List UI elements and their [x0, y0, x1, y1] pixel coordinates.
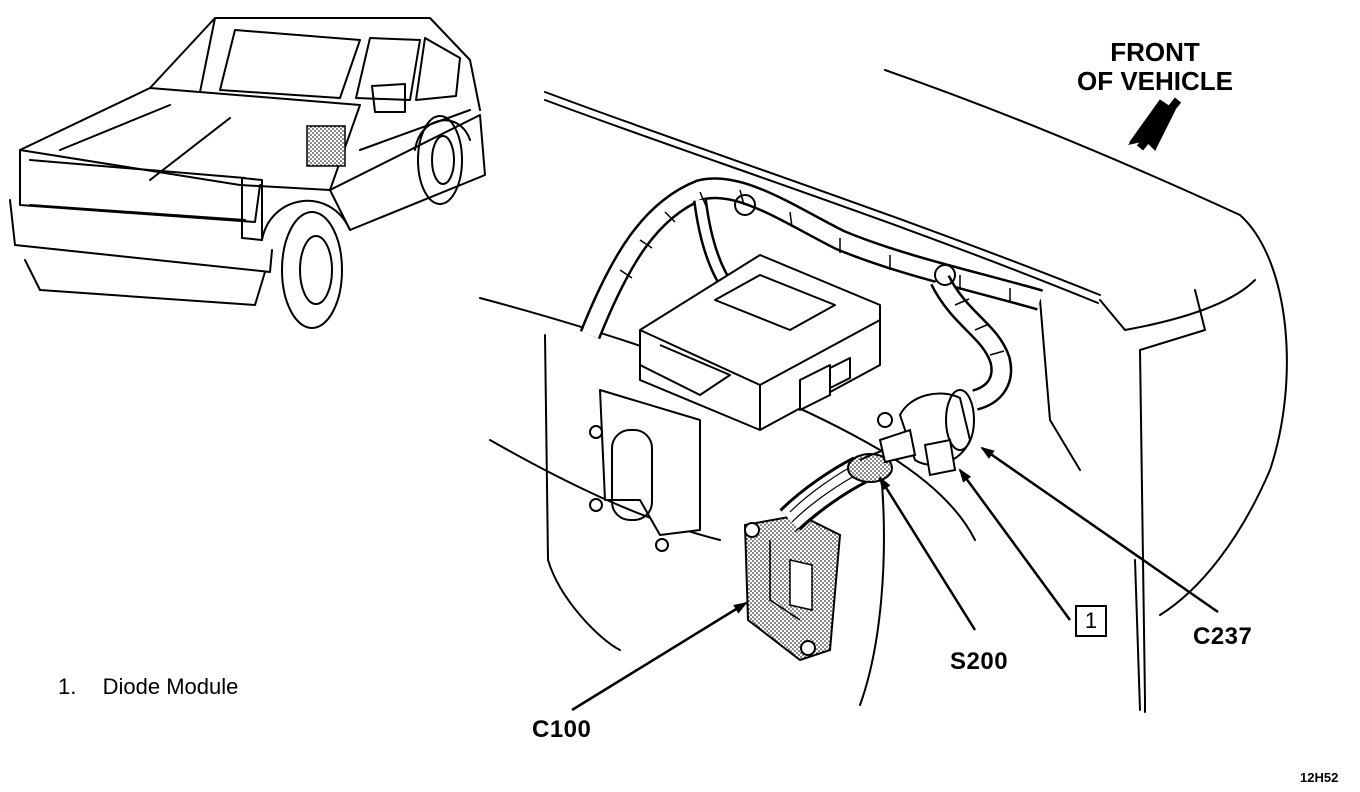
c100-label: C100 — [532, 716, 592, 743]
s200-label: S200 — [950, 648, 1009, 675]
arrow-c237 — [980, 446, 1219, 614]
front-of-vehicle-label: FRONT OF VEHICLE — [1060, 38, 1250, 96]
engine-compartment — [479, 69, 1288, 713]
wiring-harness — [579, 177, 1044, 411]
vehicle-thumbnail — [9, 17, 486, 329]
item-1-callout-box: 1 — [1075, 605, 1107, 637]
relay-block — [589, 254, 881, 552]
legend-number: 1. — [58, 674, 77, 699]
front-label-line1: FRONT — [1110, 37, 1200, 67]
front-label-line2: OF VEHICLE — [1076, 66, 1233, 96]
c237-label: C237 — [1193, 623, 1253, 650]
legend-text: Diode Module — [102, 674, 239, 699]
diode-module — [877, 389, 975, 477]
c100-connector — [743, 456, 867, 662]
figure-code: 12H52 — [1300, 770, 1339, 785]
s200-splice — [847, 453, 893, 483]
leader-arrows — [571, 446, 1219, 712]
location-marker-box — [306, 125, 346, 167]
arrow-s200 — [878, 476, 977, 631]
legend-item-1: 1. Diode Module — [58, 674, 238, 700]
arrow-item1 — [958, 468, 1072, 621]
arrow-c100 — [571, 601, 748, 712]
